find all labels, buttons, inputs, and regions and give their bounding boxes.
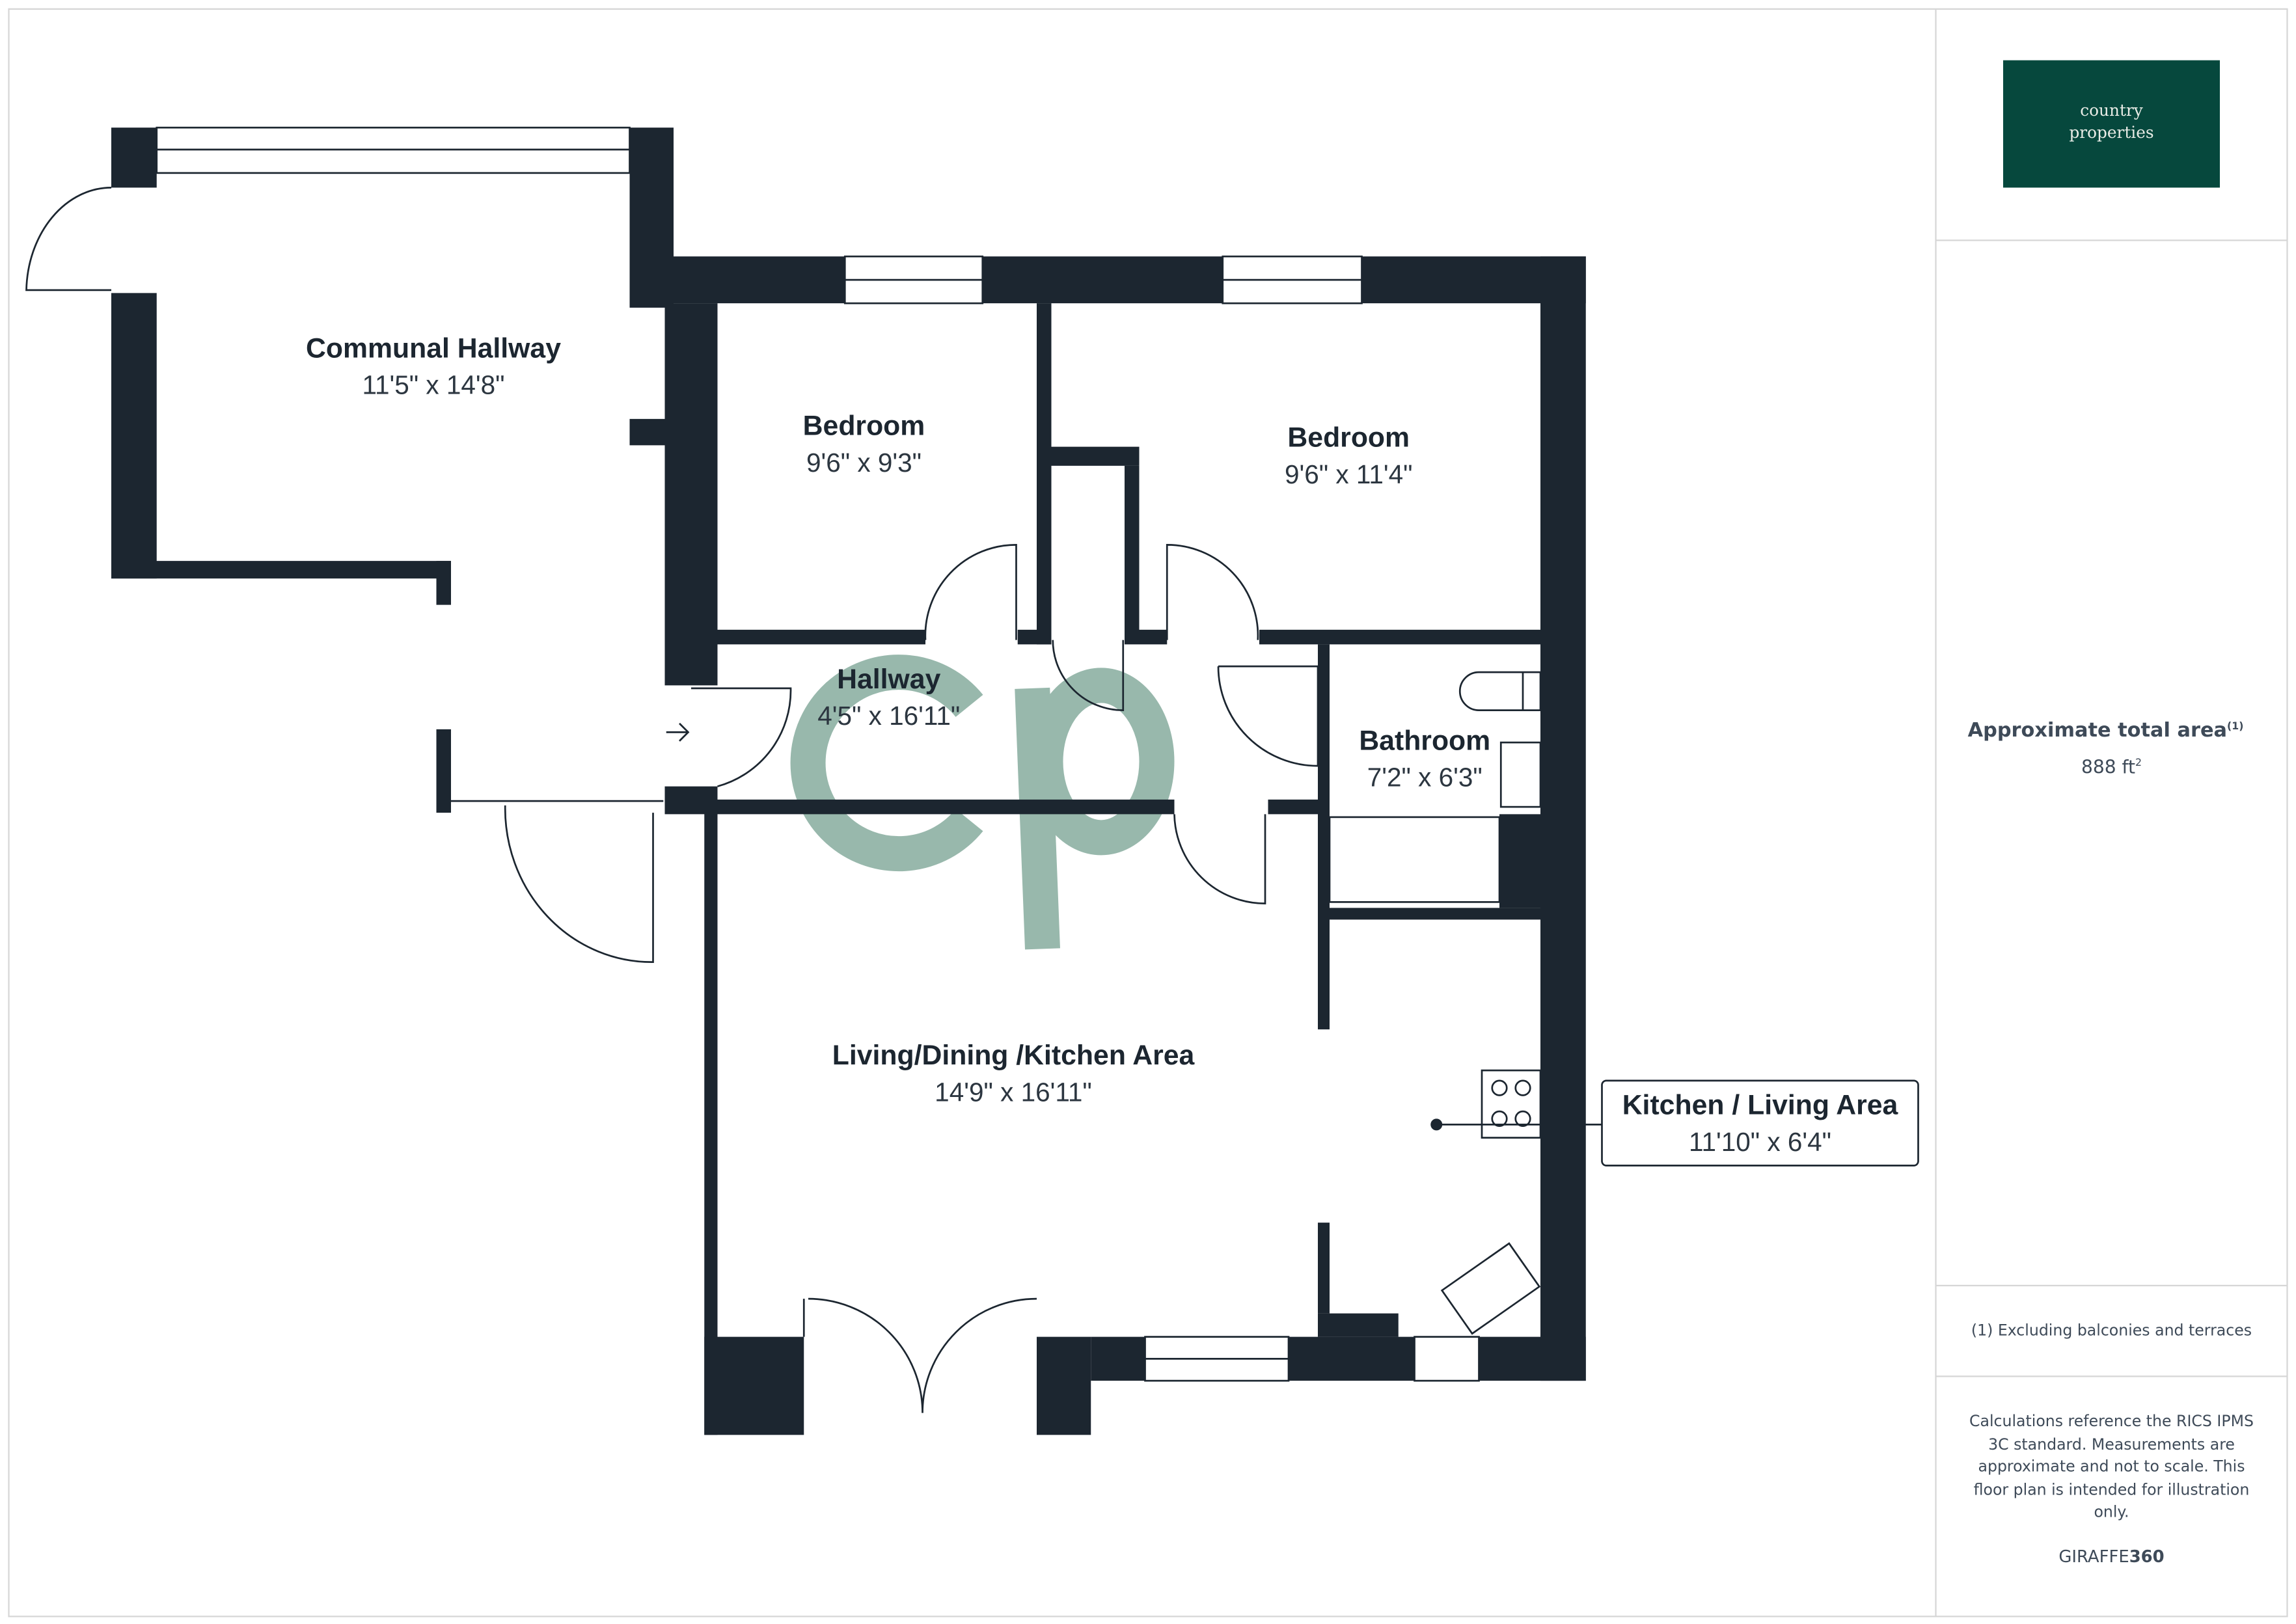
svg-text:14'9" x 16'11": 14'9" x 16'11"	[935, 1077, 1092, 1107]
svg-text:country: country	[2080, 101, 2142, 120]
svg-text:Bathroom: Bathroom	[1359, 725, 1490, 756]
svg-text:7'2" x 6'3": 7'2" x 6'3"	[1367, 763, 1483, 792]
svg-text:Calculations reference the RIC: Calculations reference the RICS IPMS	[1969, 1412, 2254, 1430]
svg-text:floor plan is intended for ill: floor plan is intended for illustration	[1974, 1481, 2250, 1499]
area-value: 888 ft2	[2081, 756, 2142, 778]
svg-text:Living/Dining /Kitchen Area: Living/Dining /Kitchen Area	[832, 1040, 1196, 1071]
area-label: Approximate total area(1)	[1968, 719, 2244, 742]
svg-text:Communal Hallway: Communal Hallway	[306, 332, 561, 364]
giraffe360-brand: GIRAFFE360	[2058, 1547, 2164, 1567]
brand-logo: country properties	[2003, 60, 2220, 188]
room-label-bathroom: Bathroom 7'2" x 6'3"	[1359, 725, 1490, 792]
svg-text:9'6" x 9'3": 9'6" x 9'3"	[806, 448, 922, 478]
footnote: (1) Excluding balconies and terraces	[1971, 1321, 2252, 1339]
svg-text:Hallway: Hallway	[837, 664, 940, 695]
watermark-p-bowl	[1028, 668, 1175, 856]
svg-text:approximate and not to scale.: approximate and not to scale. This	[1978, 1457, 2245, 1476]
svg-text:3C standard. Measurements are: 3C standard. Measurements are	[1988, 1435, 2235, 1454]
svg-text:4'5" x 16'11": 4'5" x 16'11"	[817, 701, 960, 731]
room-label-living-dining-kitchen: Living/Dining /Kitchen Area 14'9" x 16'1…	[832, 1040, 1196, 1107]
room-label-communal-hallway: Communal Hallway 11'5" x 14'8"	[306, 332, 561, 399]
cp-watermark	[790, 655, 1175, 950]
room-label-bedroom-1: Bedroom 9'6" x 9'3"	[803, 411, 925, 478]
svg-text:9'6" x 11'4": 9'6" x 11'4"	[1285, 459, 1413, 489]
svg-text:Bedroom: Bedroom	[803, 411, 925, 442]
room-label-hallway: Hallway 4'5" x 16'11"	[817, 664, 960, 731]
room-label-bedroom-2: Bedroom 9'6" x 11'4"	[1285, 422, 1413, 489]
svg-text:11'10" x 6'4": 11'10" x 6'4"	[1689, 1127, 1831, 1157]
svg-text:only.: only.	[2094, 1502, 2129, 1521]
disclaimer: Calculations reference the RICS IPMS 3C …	[1969, 1412, 2254, 1521]
svg-text:Kitchen / Living Area: Kitchen / Living Area	[1622, 1090, 1899, 1121]
svg-text:properties: properties	[2069, 123, 2153, 142]
callout-kitchen-living: Kitchen / Living Area 11'10" x 6'4"	[1601, 1079, 1919, 1167]
watermark-c-shape	[790, 655, 983, 872]
svg-text:Bedroom: Bedroom	[1287, 422, 1410, 453]
walls	[25, 126, 1602, 1435]
svg-text:11'5" x 14'8": 11'5" x 14'8"	[362, 370, 504, 400]
